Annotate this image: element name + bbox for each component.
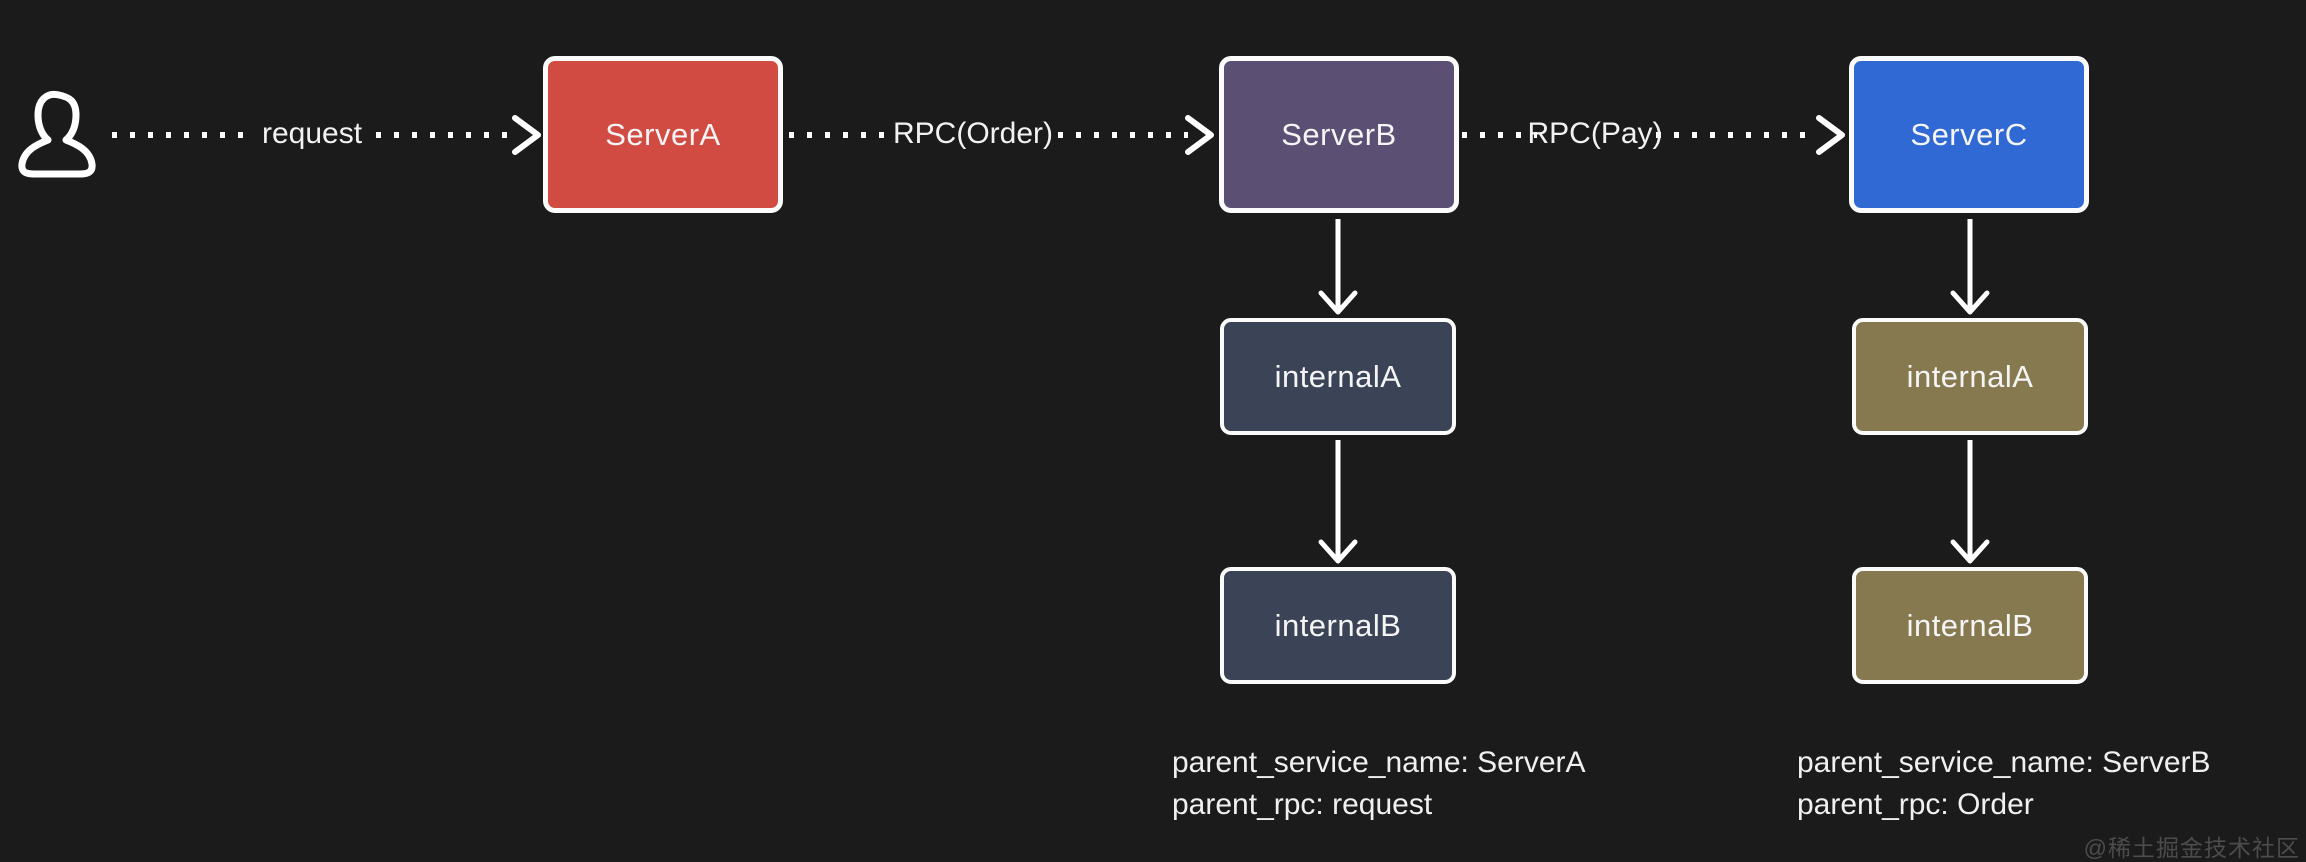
arrow-internalA-internalB-b — [1318, 440, 1358, 564]
annotation-parent-service-name-c: parent_service_name: ServerB — [1797, 746, 2211, 779]
annotation-serverB-chain: parent_service_name: ServerA parent_rpc:… — [1172, 742, 1586, 826]
node-serverA-label: ServerA — [605, 116, 721, 152]
node-serverC-label: ServerC — [1910, 116, 2028, 152]
node-internalB-serverB-label: internalB — [1274, 607, 1402, 643]
edge-label-rpc-order: RPC(Order) — [892, 117, 1054, 150]
node-internalB-serverB: internalB — [1220, 567, 1456, 684]
annotation-parent-rpc-c: parent_rpc: Order — [1797, 788, 2034, 821]
node-serverA: ServerA — [543, 56, 783, 213]
arrow-serverC-internalA — [1950, 219, 1990, 315]
annotation-parent-rpc-b: parent_rpc: request — [1172, 788, 1433, 821]
watermark: @稀土掘金技术社区 — [2083, 835, 2300, 861]
user-actor — [15, 88, 99, 178]
node-serverB-label: ServerB — [1281, 116, 1397, 152]
arrow-serverB-internalA — [1318, 219, 1358, 315]
node-serverC: ServerC — [1849, 56, 2089, 213]
node-internalA-serverB-label: internalA — [1274, 358, 1402, 394]
node-internalA-serverB: internalA — [1220, 318, 1456, 435]
node-internalB-serverC: internalB — [1852, 567, 2088, 684]
arrow-internalA-internalB-c — [1950, 440, 1990, 564]
annotation-serverC-chain: parent_service_name: ServerB parent_rpc:… — [1797, 742, 2211, 826]
node-serverB: ServerB — [1219, 56, 1459, 213]
node-internalA-serverC-label: internalA — [1906, 358, 2034, 394]
edge-label-request: request — [261, 117, 363, 150]
node-internalB-serverC-label: internalB — [1906, 607, 2034, 643]
edge-label-rpc-pay: RPC(Pay) — [1527, 117, 1663, 150]
person-icon — [18, 90, 96, 178]
annotation-parent-service-name-b: parent_service_name: ServerA — [1172, 746, 1586, 779]
node-internalA-serverC: internalA — [1852, 318, 2088, 435]
